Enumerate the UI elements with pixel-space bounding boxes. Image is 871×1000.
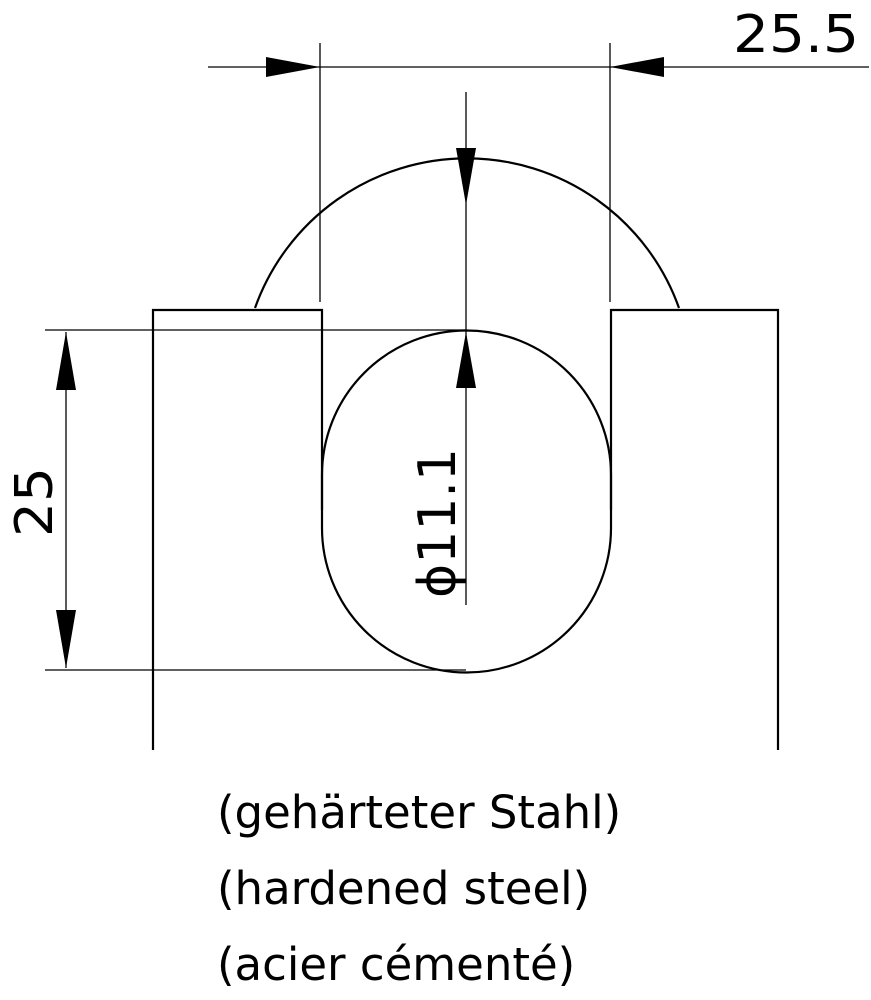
width-arrow-left xyxy=(266,57,320,77)
diameter-arrow xyxy=(456,332,476,388)
right-block-outline xyxy=(609,308,780,750)
height-dimension-label: 25 xyxy=(5,467,65,537)
diameter-dimension-label: ϕ11.1 xyxy=(408,448,468,598)
slot-outline xyxy=(320,329,613,674)
ball-top-arrow xyxy=(456,148,476,205)
height-arrow-top xyxy=(56,332,76,390)
width-arrow-right xyxy=(610,57,664,77)
width-dimension-label: 25.5 xyxy=(733,5,859,65)
height-arrow-bottom xyxy=(56,610,76,668)
left-block-outline xyxy=(151,308,324,750)
